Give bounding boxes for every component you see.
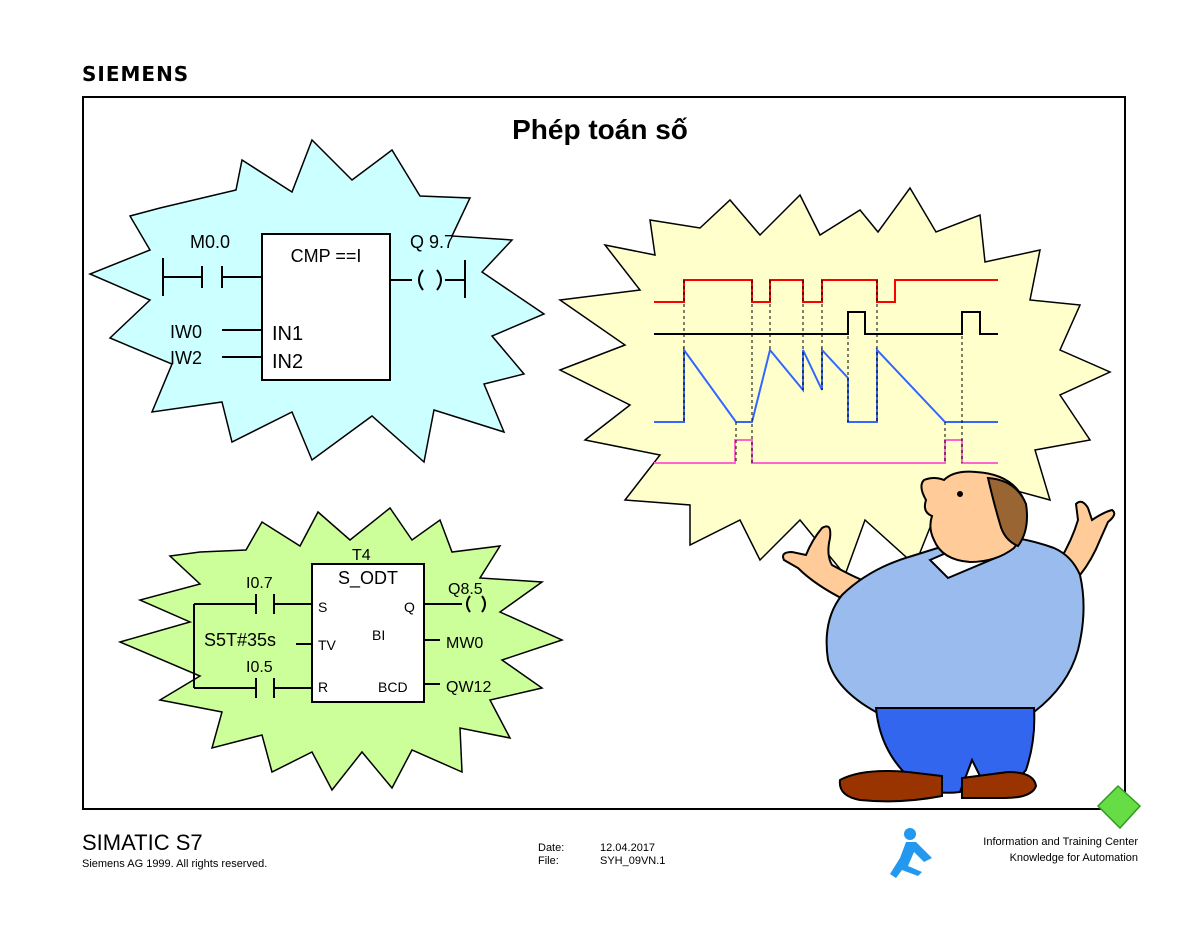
timer-start-contact-label: I0.7 <box>246 575 273 592</box>
slide-title: Phép toán số <box>512 114 688 145</box>
cmp-input2-pin: IN2 <box>272 351 303 373</box>
timer-time-value-label: S5T#35s <box>204 630 276 650</box>
date-label: Date: <box>538 842 565 854</box>
corner-diamond-icon <box>1096 784 1142 830</box>
training-center-name: Information and Training Center <box>983 836 1138 848</box>
slide-frame <box>82 96 1126 810</box>
timer-pin-tv: TV <box>318 637 337 653</box>
timer-function-box <box>311 563 425 703</box>
running-man-logo-icon <box>890 828 932 878</box>
timer-pin-r: R <box>318 679 328 695</box>
cmp-input2-operand: IW2 <box>170 348 202 368</box>
timer-bcd-output-label: QW12 <box>446 679 491 696</box>
timer-ladder <box>193 594 486 698</box>
training-center-slogan: Knowledge for Automation <box>1009 852 1138 864</box>
presenter-hair <box>986 476 1028 548</box>
presenter-eye <box>957 491 963 497</box>
presenter-right-shoe <box>961 770 1038 799</box>
timer-name-label: T4 <box>352 547 371 564</box>
file-value: SYH_09VN.1 <box>600 855 666 867</box>
presenter-left-arm <box>782 525 864 602</box>
timer-reset-contact-label: I0.5 <box>246 659 273 676</box>
siemens-logo-text: SIEMENS <box>82 62 190 86</box>
presenter-left-shoe <box>838 770 943 803</box>
file-label: File: <box>538 855 559 867</box>
presenter-right-arm <box>1058 500 1116 577</box>
signal-start-red <box>654 279 998 303</box>
presenter-trousers <box>874 707 1036 794</box>
timer-pin-q: Q <box>404 599 415 615</box>
timer-pin-bi: BI <box>372 627 385 643</box>
timer-function-label: S_ODT <box>338 568 398 589</box>
cmp-coil-label: Q 9.7 <box>410 232 454 252</box>
cmp-function-label: CMP ==I <box>291 246 362 266</box>
waveform-guides <box>683 280 963 463</box>
signal-time-value-blue <box>654 346 998 423</box>
copyright-text: Siemens AG 1999. All rights reserved. <box>82 858 268 870</box>
signal-reset-black <box>654 311 998 335</box>
timer-pin-s: S <box>318 599 327 615</box>
cmp-function-box <box>261 233 391 381</box>
product-name: SIMATIC S7 <box>82 830 203 855</box>
cmp-input1-pin: IN1 <box>272 323 303 345</box>
cmp-ladder <box>162 258 466 358</box>
presenter-cartoon <box>782 470 1116 803</box>
cmp-input1-operand: IW0 <box>170 322 202 342</box>
timer-pin-bcd: BCD <box>378 679 408 695</box>
date-value: 12.04.2017 <box>600 842 656 854</box>
timer-q-coil-label: Q8.5 <box>448 581 483 598</box>
timer-bi-output-label: MW0 <box>446 635 483 652</box>
cmp-contact-label: M0.0 <box>190 232 230 252</box>
